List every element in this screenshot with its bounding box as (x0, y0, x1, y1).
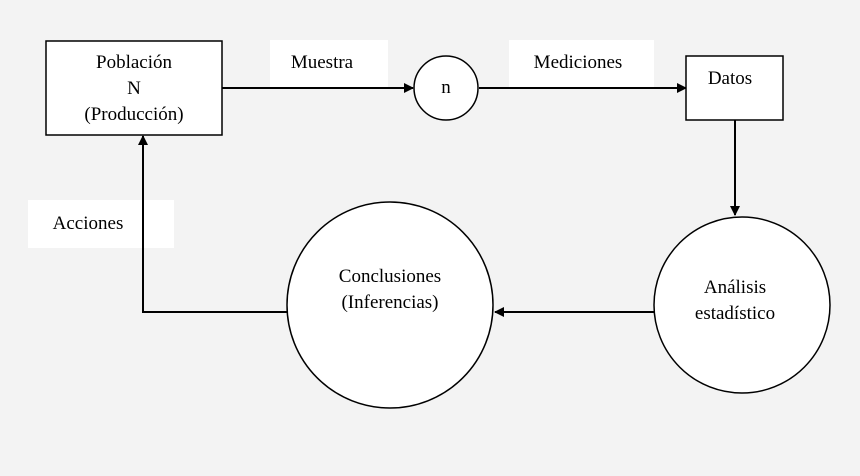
mediciones-label: Mediciones (534, 52, 623, 73)
datos-box (685, 55, 784, 121)
mediciones-label-bg (509, 40, 654, 88)
datos-label: Datos (708, 68, 752, 89)
analisis-label: Análisis (704, 277, 766, 298)
inferencias-label: (Inferencias) (341, 292, 438, 313)
poblacion-box (45, 40, 223, 136)
sample-n-label: n (441, 77, 451, 98)
acciones-label-bg (28, 200, 174, 248)
poblacion-n-label: N (127, 78, 141, 99)
muestra-label-bg (270, 40, 388, 88)
analisis-circle (653, 216, 831, 394)
sample-n-circle (413, 55, 479, 121)
conclusiones-label: Conclusiones (339, 266, 441, 287)
conclusiones-circle (286, 201, 494, 409)
estadistico-label: estadístico (695, 303, 775, 324)
poblacion-produccion-label: (Producción) (84, 104, 183, 125)
acciones-label: Acciones (53, 213, 124, 234)
poblacion-label: Población (96, 52, 172, 73)
muestra-label: Muestra (291, 52, 354, 73)
arrow-conclusiones-to-poblacion (138, 135, 287, 313)
